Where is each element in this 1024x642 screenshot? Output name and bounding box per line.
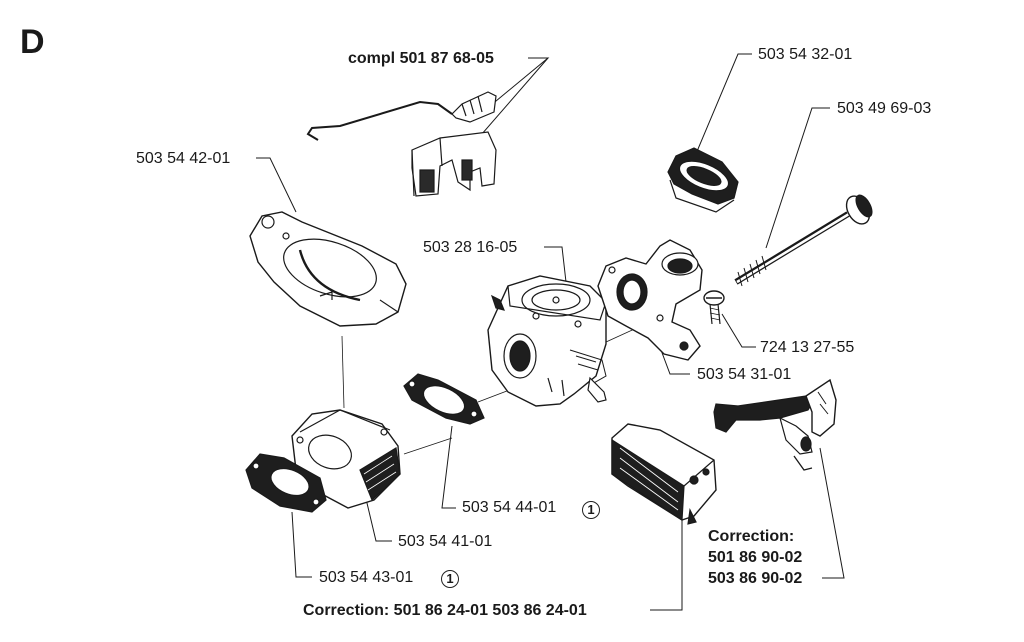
choke-lever-part (713, 378, 837, 471)
filter-element-part (611, 423, 717, 525)
label-503543201: 503 54 32-01 (758, 46, 853, 63)
correction-right-block: Correction: 501 86 90-02 503 86 90-02 (708, 526, 802, 589)
correction-right-line-2: 503 86 90-02 (708, 570, 803, 587)
label-503543101: 503 54 31-01 (697, 366, 792, 383)
throttle-wire-part (306, 91, 497, 141)
base-gasket-part (245, 453, 327, 513)
long-bolt-part (734, 194, 873, 287)
label-503281605: 503 28 16-05 (423, 239, 518, 256)
label-correction-bottom: Correction: 501 86 24-01 503 86 24-01 (303, 602, 587, 619)
correction-right-title: Correction: (708, 528, 795, 545)
note-marker-1: 1 (441, 570, 459, 588)
label-compl: compl 501 87 68-05 (348, 50, 494, 67)
label-503544201: 503 54 42-01 (136, 150, 231, 167)
label-503544401: 503 54 44-01 (462, 499, 557, 516)
label-503496903: 503 49 69-03 (837, 100, 932, 117)
label-724132755: 724 13 27-55 (760, 339, 855, 356)
carburettor-part (487, 275, 607, 407)
rubber-ring-part (667, 147, 739, 213)
note-marker-1: 1 (582, 501, 600, 519)
carb-elbow-part (597, 239, 703, 361)
section-letter: D (20, 23, 45, 61)
screw-part (703, 290, 725, 325)
intake-gasket-part (403, 373, 485, 425)
filter-gasket-part (249, 211, 407, 327)
bracket-clip-part (411, 131, 497, 197)
label-503544301: 503 54 43-01 (319, 569, 414, 586)
leader-lines (256, 53, 845, 611)
label-503544101: 503 54 41-01 (398, 533, 493, 550)
correction-right-line-1: 501 86 90-02 (708, 549, 803, 566)
